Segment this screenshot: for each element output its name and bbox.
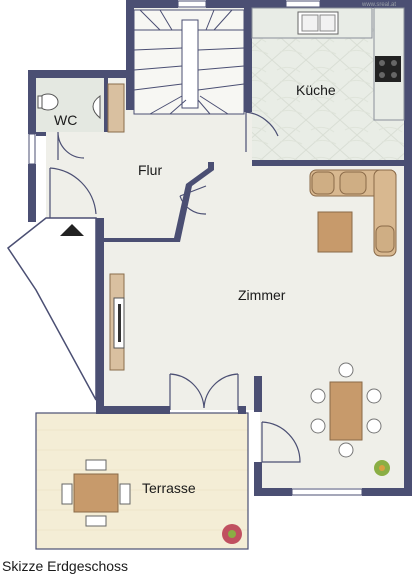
- sofa: [309, 169, 397, 257]
- stove-icon: [375, 56, 401, 82]
- windows: [28, 0, 363, 496]
- room-label-wc: WC: [54, 112, 78, 128]
- staircase: [133, 9, 245, 115]
- plant-icon: [374, 460, 390, 476]
- watermark: www.sreal.at: [362, 2, 397, 8]
- walls: [28, 0, 412, 496]
- wardrobe: [107, 83, 125, 133]
- kitchen-fixtures: [251, 7, 405, 121]
- coffee-table: [317, 211, 353, 253]
- doors: [49, 111, 301, 463]
- terrace-table: [61, 459, 131, 527]
- caption: Skizze Erdgeschoss: [2, 558, 129, 574]
- dining-set: [310, 362, 382, 458]
- entrance-arrow-icon: [60, 224, 84, 236]
- terrasse-floor: [36, 413, 248, 549]
- entrance-area: [6, 217, 97, 401]
- room-label-kueche: Küche: [296, 82, 336, 98]
- tv-unit: [109, 273, 125, 371]
- room-label-terrasse: Terrasse: [142, 480, 196, 496]
- wc-sink-icon: [92, 95, 101, 120]
- terrace-outline: [35, 412, 249, 550]
- terrace-plant-icon: [222, 524, 242, 544]
- wc-fixtures: [37, 83, 125, 133]
- room-label-flur: Flur: [138, 162, 163, 178]
- room-label-zimmer: Zimmer: [238, 287, 286, 303]
